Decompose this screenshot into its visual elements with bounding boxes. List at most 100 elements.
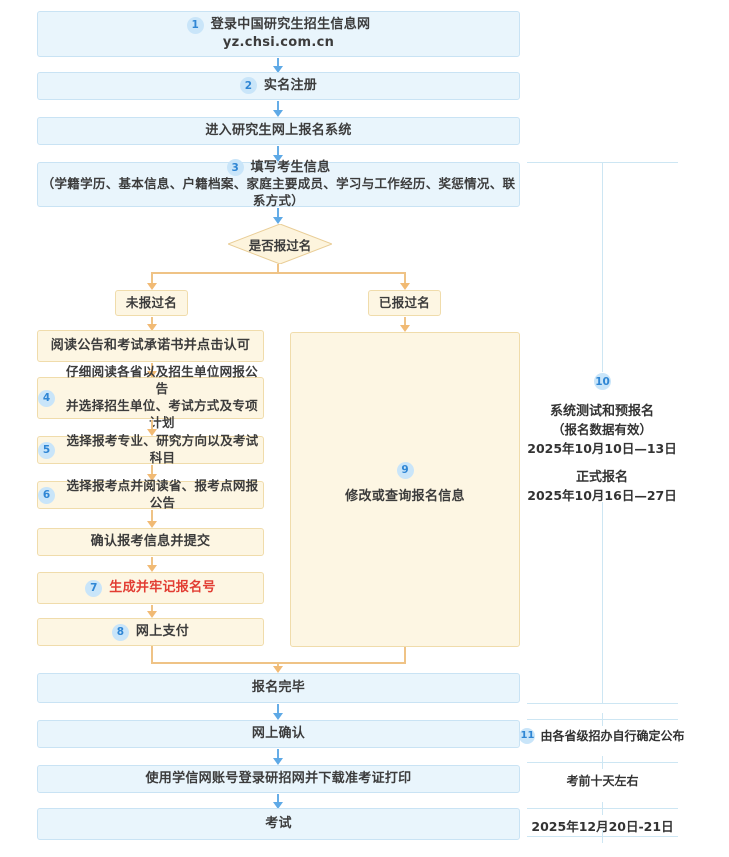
arrow-down-icon (147, 283, 157, 290)
connector-line (404, 647, 406, 664)
timeline-line (527, 836, 678, 837)
step-number-badge: 6 (38, 486, 55, 504)
connector-line (277, 794, 279, 802)
period-badge: 10 (594, 373, 611, 390)
step-remember-id-label: 生成并牢记报名号 (109, 580, 216, 596)
arrow-down-icon (273, 155, 283, 162)
arrow-down-icon (273, 217, 283, 224)
connector-line (277, 208, 279, 217)
step-read-province-line1: 仔细阅读各省以及招生单位网报公告 (65, 364, 258, 397)
connector-line (277, 146, 279, 155)
arrow-down-icon (147, 429, 157, 436)
arrow-down-icon (273, 713, 283, 720)
timeline-line (527, 719, 678, 720)
confirm-note-badge: 11 (519, 727, 536, 744)
connector-line (277, 264, 279, 273)
connector-line (151, 465, 153, 474)
decision-diamond: 是否报过名 (248, 237, 312, 253)
step-read-notice-box: 阅读公告和考试承诺书并点击认可 (37, 330, 264, 362)
arrow-down-icon (400, 283, 410, 290)
arrow-down-icon (400, 325, 410, 332)
step-login-box: 1 登录中国研究生招生信息网 yz.chsi.com.cn (37, 11, 520, 57)
admission-ticket-note: 考前十天左右 (566, 774, 639, 788)
step-number-badge: 1 (186, 16, 204, 34)
step-number-badge: 4 (38, 389, 55, 407)
connector-line (404, 317, 406, 325)
step-online-confirm-label: 网上确认 (251, 726, 306, 742)
step-modify-query-label: 修改或查询报名信息 (345, 488, 465, 504)
step-enter-system-box: 进入研究生网上报名系统 (37, 117, 520, 145)
arrow-down-icon (147, 474, 157, 481)
arrow-down-icon (273, 66, 283, 73)
timeline-line (602, 502, 603, 703)
step-login-url: yz.chsi.com.cn (222, 35, 335, 50)
connector-line (277, 704, 279, 713)
arrow-down-icon (273, 758, 283, 765)
step-modify-query-box: 9 修改或查询报名信息 (290, 332, 520, 647)
step-remember-id-box: 7 生成并牢记报名号 (37, 572, 264, 604)
branch-not-registered-label: 未报过名 (125, 294, 178, 310)
step-download-ticket-box: 使用学信网账号登录研招网并下载准考证打印 (37, 765, 520, 793)
connector-line (151, 510, 153, 521)
step-register-box: 2 实名注册 (37, 72, 520, 100)
step-number-badge: 8 (111, 623, 129, 641)
connector-line (151, 420, 153, 429)
step-number-badge: 7 (85, 579, 103, 597)
connector-line (151, 272, 153, 283)
step-exam-box: 考试 (37, 808, 520, 840)
branch-registered-label: 已报过名 (378, 294, 431, 310)
step-fill-info-title: 填写考生信息 (250, 159, 331, 175)
step-read-notice-label: 阅读公告和考试承诺书并点击认可 (50, 338, 251, 354)
step-number-badge: 2 (239, 77, 257, 95)
step-complete-label: 报名完毕 (251, 680, 306, 696)
step-choose-major-label: 选择报考专业、研究方向以及考试科目 (66, 433, 259, 465)
connector-line (151, 363, 153, 371)
arrow-down-icon (147, 565, 157, 572)
step-exam-label: 考试 (265, 816, 292, 832)
step-fill-info-detail: （学籍学历、基本信息、户籍档案、家庭主要成员、学习与工作经历、奖惩情况、联系方式… (41, 176, 516, 209)
pre-registration-dates: 2025年10月10日—13日 (527, 441, 677, 456)
connector-line (404, 272, 406, 283)
step-choose-site-label: 选择报考点并阅读省、报考点网报公告 (66, 478, 259, 510)
step-online-confirm-box: 网上确认 (37, 720, 520, 748)
step-complete-box: 报名完毕 (37, 673, 520, 703)
timeline-line (527, 762, 678, 763)
arrow-down-icon (147, 611, 157, 618)
step-read-province-line2: 并选择招生单位、考试方式及专项计划 (65, 398, 258, 430)
step-register-label: 实名注册 (263, 78, 318, 94)
step-pay-box: 8 网上支付 (37, 618, 264, 646)
arrow-down-icon (273, 666, 283, 673)
arrow-down-icon (147, 324, 157, 331)
step-choose-major-box: 5 选择报考专业、研究方向以及考试科目 (37, 433, 264, 465)
connector-line (151, 272, 406, 274)
step-enter-system-label: 进入研究生网上报名系统 (205, 123, 352, 139)
step-read-province-notice-box: 4 仔细阅读各省以及招生单位网报公告 并选择招生单位、考试方式及专项计划 (37, 364, 264, 430)
connector-line (277, 749, 279, 758)
connector-line (277, 101, 279, 110)
connector-line (151, 605, 153, 611)
branch-not-registered-box: 未报过名 (115, 290, 188, 316)
arrow-down-icon (273, 110, 283, 117)
exam-date-note: 2025年12月20日-21日 (531, 819, 674, 834)
timeline-line (527, 808, 678, 809)
online-confirm-note: 11 由各省级招办自行确定公布 (517, 727, 687, 744)
formal-registration-dates: 2025年10月16日—27日 (527, 488, 677, 503)
connector-line (151, 317, 153, 324)
timeline-line (527, 703, 678, 704)
step-number-badge: 3 (226, 159, 244, 177)
formal-registration-title: 正式报名 (575, 470, 628, 485)
step-number-badge: 5 (38, 441, 55, 459)
timeline-line (602, 162, 603, 372)
step-login-title: 登录中国研究生招生信息网 (210, 17, 371, 33)
connector-line (151, 557, 153, 565)
step-confirm-submit-label: 确认报考信息并提交 (90, 534, 211, 550)
step-choose-site-box: 6 选择报考点并阅读省、报考点网报公告 (37, 478, 264, 510)
arrow-down-icon (147, 521, 157, 528)
step-number-badge: 9 (396, 461, 414, 479)
branch-registered-box: 已报过名 (368, 290, 441, 316)
arrow-down-icon (273, 802, 283, 809)
step-download-ticket-label: 使用学信网账号登录研招网并下载准考证打印 (145, 771, 412, 787)
pre-registration-title: 系统测试和预报名 (549, 404, 654, 419)
connector-line (277, 58, 279, 66)
